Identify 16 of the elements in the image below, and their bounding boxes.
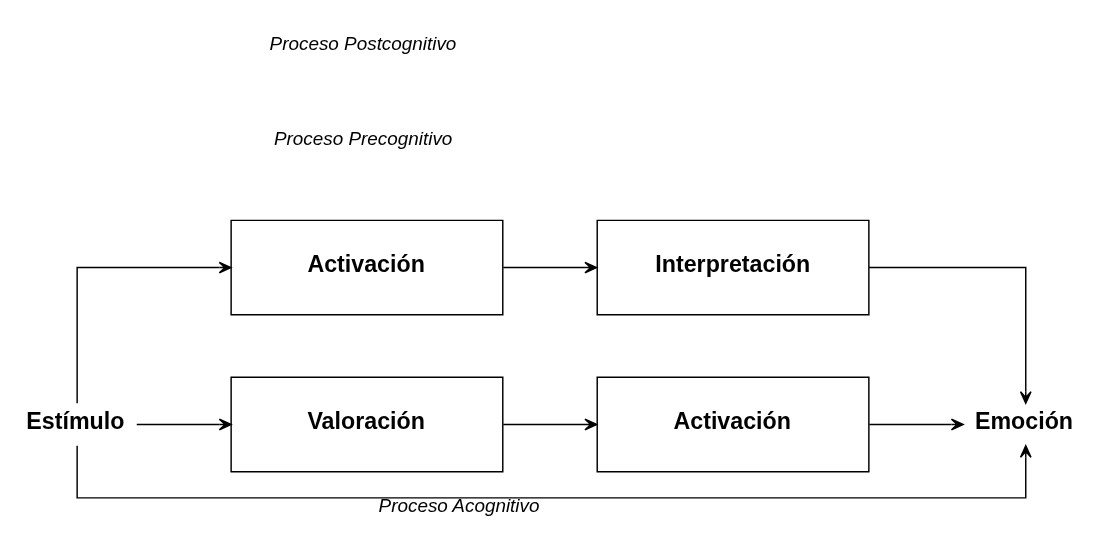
node-box: Activación: [230, 219, 504, 316]
node-text: Emoción: [974, 407, 1074, 434]
node-box: Interpretación: [596, 219, 870, 316]
node-text: Estímulo: [26, 407, 125, 434]
arrow: [76, 261, 232, 404]
arrow: [76, 444, 1032, 499]
arrow: [868, 266, 1032, 404]
label: Proceso Postcognitivo: [269, 32, 457, 54]
edge-label: Proceso Acognitivo: [378, 494, 540, 516]
label: Proceso Precognitivo: [273, 127, 453, 149]
node-box: Activación: [596, 376, 870, 472]
arrow: [502, 418, 598, 430]
node-box: Valoración: [230, 376, 504, 472]
arrow: [136, 418, 232, 430]
arrow: [868, 418, 964, 430]
arrow: [502, 261, 598, 274]
